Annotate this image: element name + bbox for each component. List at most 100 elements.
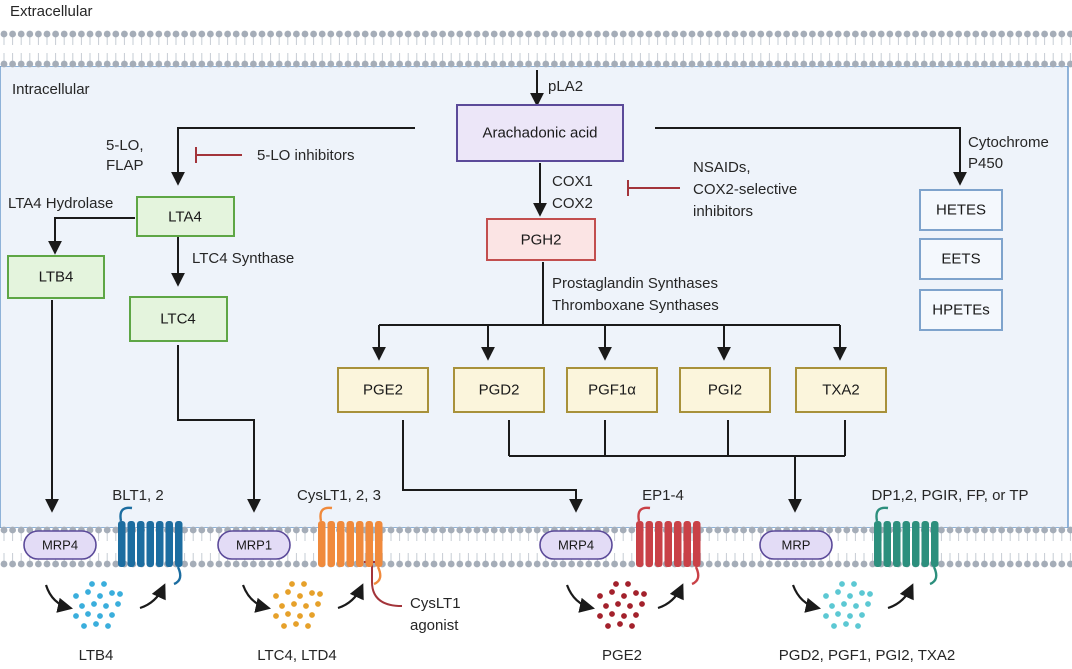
receptors bbox=[118, 506, 939, 586]
molecule-dot bbox=[615, 601, 621, 607]
lipid-head bbox=[809, 60, 816, 68]
lipid-head bbox=[576, 560, 584, 568]
p450-product-label: HPETEs bbox=[932, 302, 990, 319]
lipid-head bbox=[275, 30, 283, 38]
lipid-head bbox=[379, 30, 386, 38]
lipid-head bbox=[963, 526, 971, 534]
molecule-cluster bbox=[823, 581, 873, 629]
lipid-head bbox=[946, 30, 954, 38]
lipid-head bbox=[611, 560, 618, 568]
molecule-dot bbox=[605, 623, 611, 629]
lipid-head bbox=[800, 60, 808, 68]
lipid-head bbox=[834, 560, 842, 568]
lipid-head bbox=[628, 60, 636, 68]
pgh2-label: PGH2 bbox=[521, 232, 562, 249]
molecule-dot bbox=[621, 593, 627, 599]
lipid-head bbox=[138, 30, 146, 38]
lipid-head bbox=[250, 560, 257, 568]
lipid-head bbox=[766, 560, 773, 568]
prostanoid-box bbox=[679, 367, 771, 413]
molecule-dot bbox=[621, 613, 627, 619]
lipid-head bbox=[430, 30, 438, 38]
lipid-head bbox=[723, 526, 730, 534]
pge2-out-curve bbox=[565, 584, 596, 613]
molecule-dot bbox=[81, 623, 87, 629]
lipid-head bbox=[404, 526, 412, 534]
lipid-head bbox=[774, 60, 782, 68]
ep-receptor-label: EP1-4 bbox=[642, 487, 684, 504]
lipid-head bbox=[714, 60, 722, 68]
receptor-helix bbox=[375, 521, 383, 567]
receptor-helix bbox=[636, 521, 644, 567]
lipid-head bbox=[490, 60, 498, 68]
molecule-dot bbox=[597, 613, 603, 619]
arachidonic-acid-label: Arachadonic acid bbox=[482, 125, 597, 142]
lipid-head bbox=[1058, 60, 1066, 68]
lipid-head bbox=[43, 60, 51, 68]
lipid-head bbox=[293, 60, 300, 68]
lipid-head bbox=[172, 60, 180, 68]
molecule-dot bbox=[85, 611, 91, 617]
lipid-head bbox=[189, 560, 197, 568]
lipid-head bbox=[241, 60, 249, 68]
molecule-dot bbox=[829, 603, 835, 609]
lipid-head bbox=[594, 60, 601, 68]
lipid-head bbox=[637, 60, 644, 68]
lipid-head bbox=[1049, 30, 1057, 38]
lipid-head bbox=[327, 30, 335, 38]
lipid-head bbox=[783, 60, 790, 68]
lipid-head bbox=[456, 30, 464, 38]
lipid-head bbox=[1041, 526, 1048, 534]
lipid-head bbox=[164, 60, 171, 68]
lipid-head bbox=[430, 560, 438, 568]
p450-product-node: HETES bbox=[919, 189, 1003, 231]
molecule-dot bbox=[835, 589, 841, 595]
lipid-head bbox=[946, 60, 954, 68]
ltc4-in-curve bbox=[337, 583, 364, 610]
p450-product-label: HETES bbox=[936, 202, 986, 219]
ltc4-export-arrow bbox=[177, 345, 261, 513]
receptor-helix bbox=[883, 521, 891, 567]
lipid-head bbox=[602, 560, 610, 568]
receptor-helix bbox=[137, 521, 145, 567]
molecule-cluster bbox=[273, 581, 323, 629]
lipid-head bbox=[912, 60, 919, 68]
lipid-head bbox=[852, 60, 859, 68]
p450-product-box bbox=[919, 238, 1003, 280]
pgd2-out-curve bbox=[791, 584, 822, 613]
receptor-c-terminus bbox=[373, 566, 382, 586]
lipid-head bbox=[361, 60, 369, 68]
lta4-node: LTA4 bbox=[136, 196, 235, 237]
lipid-head bbox=[413, 526, 421, 534]
transporter-label: MRP1 bbox=[236, 538, 272, 553]
lipid-head bbox=[482, 30, 489, 38]
prostanoid-label: PGD2 bbox=[479, 382, 520, 399]
prostanoid-node: TXA2 bbox=[795, 367, 887, 413]
lipid-head bbox=[52, 30, 59, 38]
lipid-head bbox=[17, 526, 25, 534]
lipid-head bbox=[447, 560, 455, 568]
cyslt-receptor-label: CysLT1, 2, 3 bbox=[297, 487, 381, 504]
lipid-head bbox=[826, 526, 833, 534]
arachidonic-acid-node: Arachadonic acid bbox=[456, 104, 624, 162]
lipid-head bbox=[723, 560, 730, 568]
lipid-head bbox=[258, 560, 266, 568]
lipid-head bbox=[1067, 60, 1072, 68]
lipid-head bbox=[654, 30, 661, 38]
lipid-head bbox=[35, 60, 42, 68]
ltb4-box bbox=[7, 255, 105, 299]
molecule-dot bbox=[309, 590, 315, 596]
lipid-head bbox=[447, 30, 455, 38]
lipid-head bbox=[697, 60, 704, 68]
molecule-dot bbox=[855, 623, 861, 629]
transporter-pill bbox=[759, 530, 833, 560]
lipid-head bbox=[611, 526, 618, 534]
transporter: MRP4 bbox=[23, 530, 97, 560]
lipid-head bbox=[465, 30, 472, 38]
prostanoid-box bbox=[795, 367, 887, 413]
prostanoid-label: TXA2 bbox=[822, 382, 860, 399]
receptor-helix bbox=[874, 521, 882, 567]
lipid-head bbox=[215, 526, 223, 534]
lipid-head bbox=[886, 30, 894, 38]
synthase-label-line2: Thromboxane Synthases bbox=[552, 297, 719, 314]
